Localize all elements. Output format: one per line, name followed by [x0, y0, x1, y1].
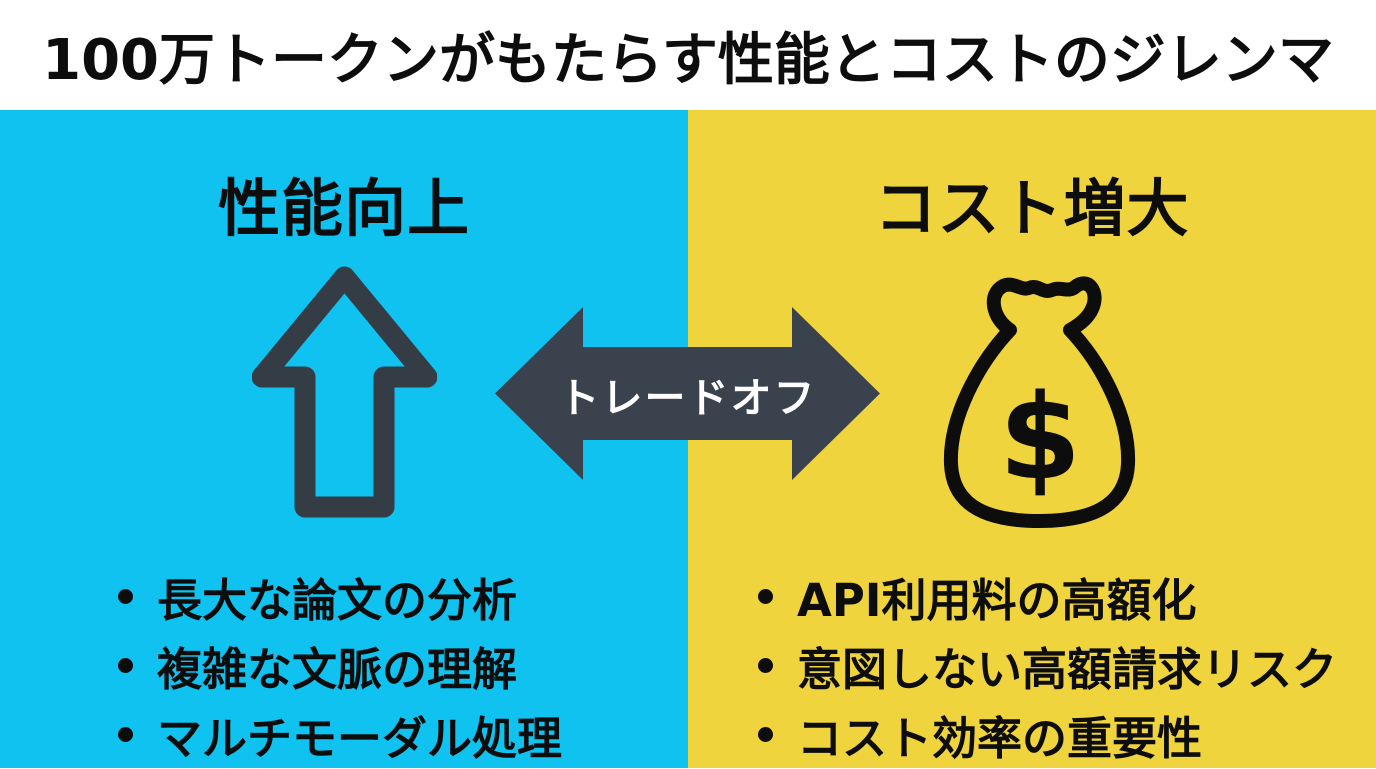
- list-item: API利用料の高額化: [758, 562, 1337, 631]
- bullet-label: API利用料の高額化: [797, 574, 1197, 627]
- list-item: 長大な論文の分析: [118, 562, 562, 631]
- bullet-icon: [118, 727, 133, 742]
- bullet-label: コスト効率の重要性: [797, 712, 1203, 765]
- bullet-icon: [118, 589, 133, 604]
- performance-heading: 性能向上: [217, 172, 470, 245]
- header: 100万トークンがもたらす性能とコストのジレンマ: [0, 0, 1376, 110]
- bullet-icon: [118, 658, 133, 673]
- money-bag-icon: $: [932, 268, 1147, 533]
- tradeoff-label: トレードオフ: [558, 373, 817, 422]
- bullet-icon: [758, 658, 773, 673]
- list-item: 意図しない高額請求リスク: [758, 631, 1337, 700]
- bullet-label: 複雑な文脈の理解: [157, 643, 518, 696]
- double-arrow-icon: [495, 307, 880, 480]
- svg-text:$: $: [999, 368, 1081, 506]
- bullet-label: 長大な論文の分析: [157, 574, 518, 627]
- up-arrow-icon: [252, 265, 437, 518]
- list-item: コスト効率の重要性: [758, 700, 1337, 769]
- bullet-icon: [758, 727, 773, 742]
- bullet-label: マルチモーダル処理: [157, 712, 563, 765]
- tradeoff-arrow: トレードオフ: [495, 307, 880, 480]
- bullet-icon: [758, 589, 773, 604]
- cost-heading: コスト増大: [874, 172, 1190, 245]
- cost-bullets: API利用料の高額化 意図しない高額請求リスク コスト効率の重要性: [758, 562, 1337, 769]
- page-title: 100万トークンがもたらす性能とコストのジレンマ: [42, 27, 1334, 93]
- performance-bullets: 長大な論文の分析 複雑な文脈の理解 マルチモーダル処理: [118, 562, 562, 769]
- list-item: 複雑な文脈の理解: [118, 631, 562, 700]
- list-item: マルチモーダル処理: [118, 700, 562, 769]
- bullet-label: 意図しない高額請求リスク: [797, 643, 1338, 696]
